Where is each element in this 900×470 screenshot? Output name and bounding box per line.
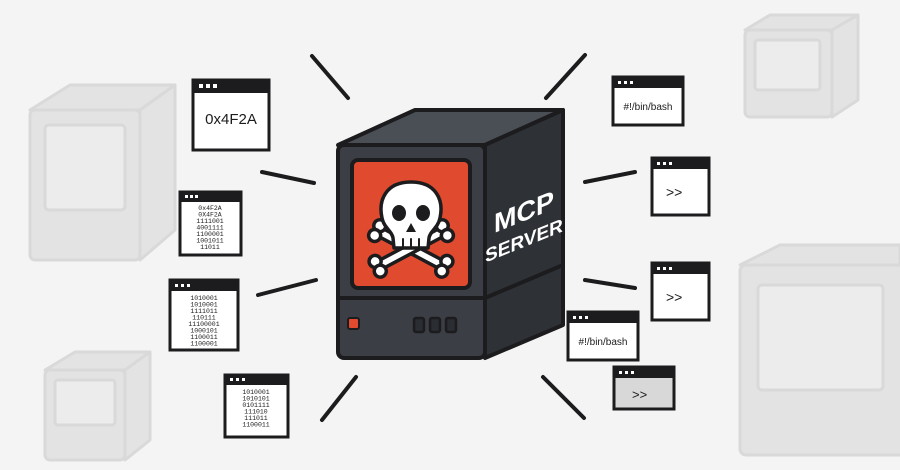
hex-line: 4001111 bbox=[196, 225, 223, 232]
shebang-text: #!/bin/bash bbox=[579, 337, 628, 348]
window-shebang-bottom: #!/bin/bash bbox=[566, 310, 640, 362]
hex-line: 1100001 bbox=[196, 231, 223, 238]
binary-line: 110111 bbox=[192, 315, 216, 322]
window-binary-left: 1010001 1010001 1111011 110111 11100001 … bbox=[168, 278, 240, 352]
ghost-server-bottom-right bbox=[738, 243, 900, 457]
prompt-text: >> bbox=[632, 387, 647, 402]
binary-line: 1010001 bbox=[242, 389, 269, 396]
ghost-server-top-right bbox=[743, 13, 860, 119]
window-prompt-3: >> bbox=[612, 365, 676, 411]
prompt-text: >> bbox=[666, 289, 682, 305]
hex-line: 1001011 bbox=[196, 238, 223, 245]
prompt-text: >> bbox=[666, 184, 682, 200]
binary-line: 1010101 bbox=[242, 396, 269, 403]
binary-line: 0101111 bbox=[242, 402, 269, 409]
binary-line: 11100001 bbox=[188, 321, 219, 328]
window-shebang-top: #!/bin/bash bbox=[611, 75, 685, 127]
binary-line: 1010001 bbox=[190, 295, 217, 302]
drive-slot-2 bbox=[428, 316, 442, 334]
binary-line: 1100001 bbox=[190, 341, 217, 348]
ghost-server-top-left bbox=[28, 83, 177, 262]
binary-line: 1100011 bbox=[242, 422, 269, 429]
ghost-server-bottom-left bbox=[43, 350, 152, 462]
binary-line: 1010001 bbox=[190, 302, 217, 309]
hex-value-text: 0x4F2A bbox=[205, 111, 257, 128]
drive-slot-3 bbox=[444, 316, 458, 334]
hex-line: 0X4F2A bbox=[198, 212, 222, 219]
hex-line: 1111001 bbox=[196, 218, 223, 225]
shebang-text: #!/bin/bash bbox=[624, 102, 673, 113]
skull-crossbones-icon bbox=[366, 180, 456, 279]
binary-line: 1000101 bbox=[190, 328, 217, 335]
window-binary-bottom: 1010001 1010101 0101111 111010 111011 11… bbox=[223, 373, 290, 439]
window-hex-dump: 0x4F2A 0X4F2A 1111001 4001111 1100001 10… bbox=[178, 190, 243, 257]
binary-line: 111011 bbox=[244, 415, 268, 422]
binary-line: 1100011 bbox=[190, 334, 217, 341]
window-prompt-2: >> bbox=[650, 261, 711, 322]
radiating-lines bbox=[256, 53, 637, 422]
hex-line: 0x4F2A bbox=[198, 205, 222, 212]
binary-line: 111010 bbox=[244, 409, 268, 416]
window-prompt-1: >> bbox=[650, 156, 711, 217]
hex-line: 11011 bbox=[200, 244, 220, 251]
power-led bbox=[347, 317, 360, 330]
window-hex-title: 0x4F2A bbox=[191, 78, 271, 152]
drive-slot-1 bbox=[412, 316, 426, 334]
binary-line: 1111011 bbox=[190, 308, 217, 315]
